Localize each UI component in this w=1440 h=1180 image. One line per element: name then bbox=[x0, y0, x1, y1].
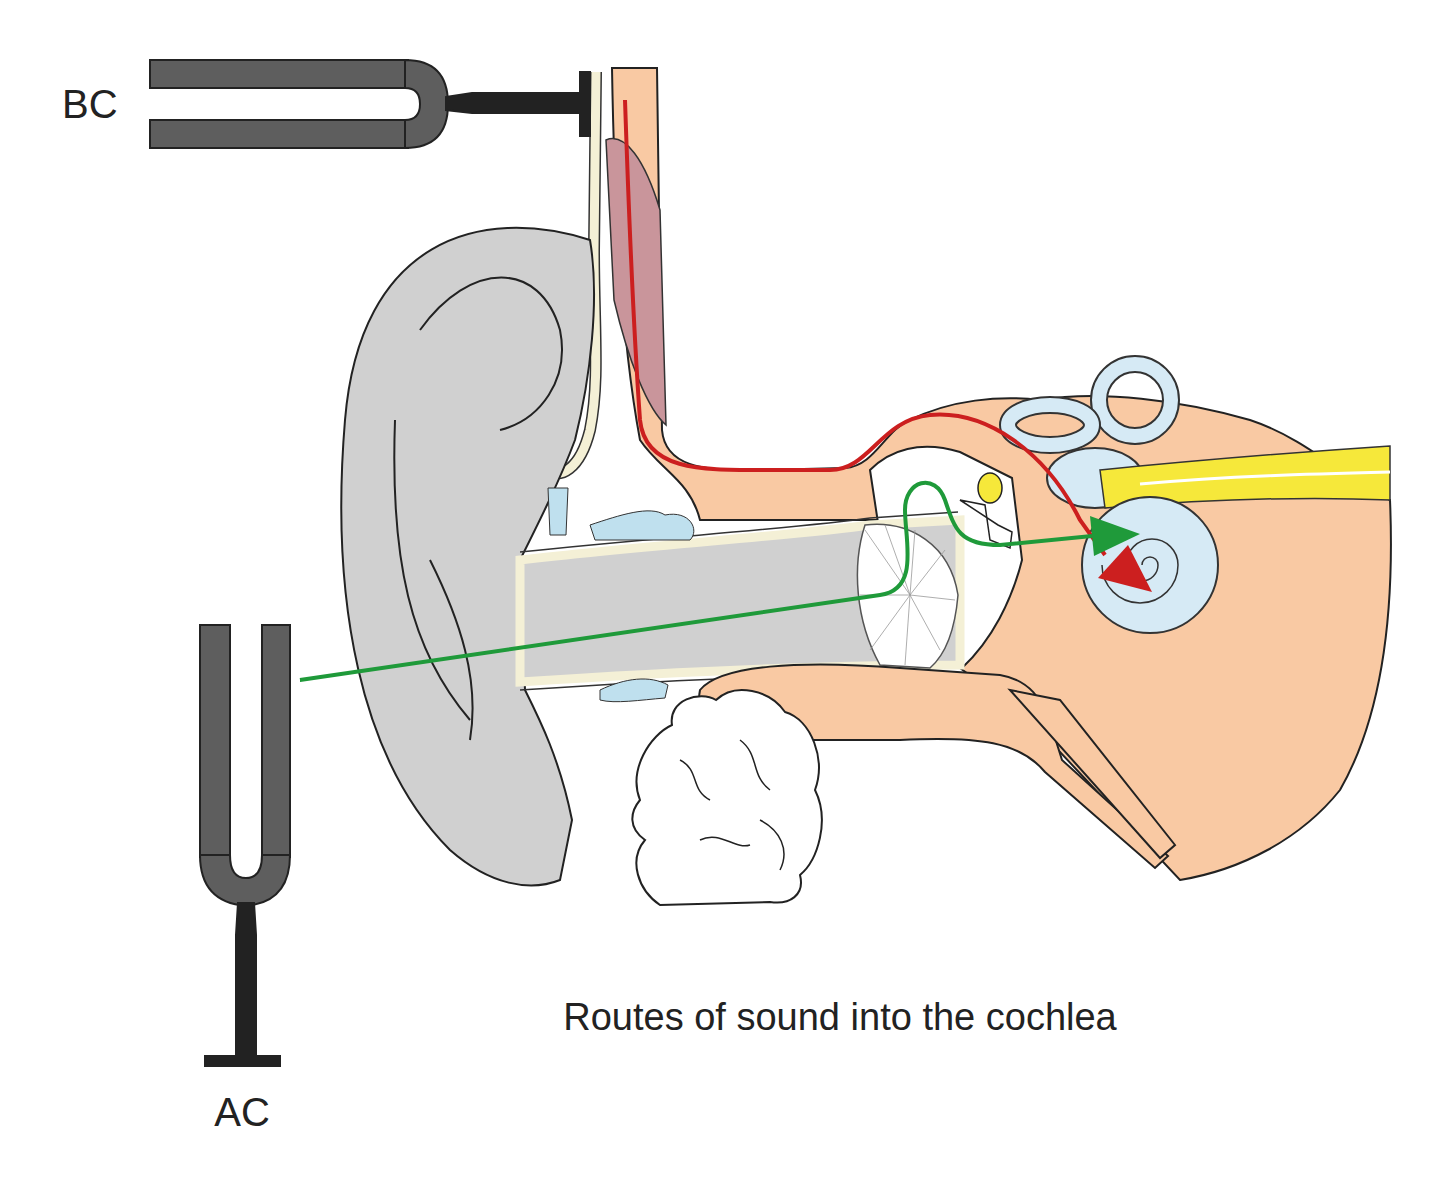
tuning-fork bbox=[150, 60, 590, 148]
fork-label: BC bbox=[62, 82, 118, 126]
pinna-fold bbox=[394, 278, 562, 741]
ossicle bbox=[978, 473, 1002, 503]
bone-conduction-route bbox=[625, 100, 1105, 555]
ear-canal bbox=[520, 520, 960, 682]
parotid-lobules bbox=[680, 740, 784, 870]
bone-conduction-arrowhead bbox=[1098, 545, 1152, 592]
air-conduction-route bbox=[300, 483, 1092, 680]
tuning-fork bbox=[200, 625, 290, 1066]
nerve-strand bbox=[1140, 472, 1390, 484]
fluid-pocket bbox=[548, 488, 694, 702]
semicircular-canals bbox=[1008, 364, 1171, 445]
ear-canal-edge bbox=[520, 512, 958, 690]
cochlea bbox=[1082, 497, 1218, 633]
styloid-process bbox=[1010, 690, 1175, 858]
air-conduction-arrowhead bbox=[1090, 516, 1140, 556]
parotid-gland bbox=[632, 690, 821, 905]
caption: Routes of sound into the cochlea bbox=[563, 997, 1117, 1039]
fork-label: AC bbox=[214, 1090, 270, 1134]
